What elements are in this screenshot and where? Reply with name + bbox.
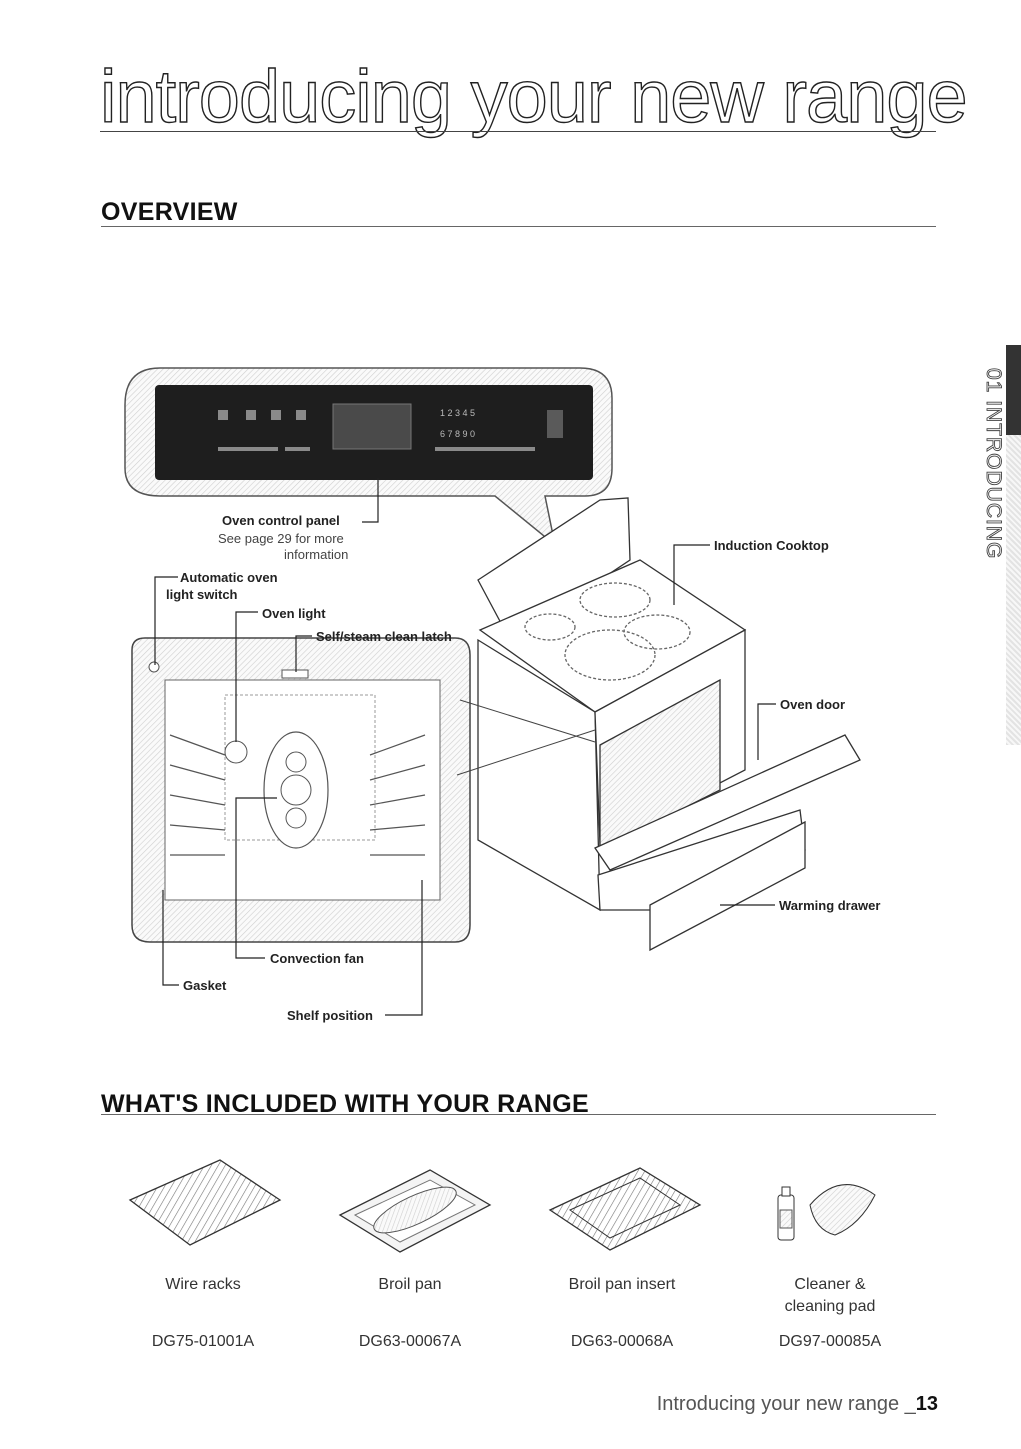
item-name-broil-pan: Broil pan xyxy=(378,1276,442,1293)
footer-text: Introducing your new range _ xyxy=(656,1393,916,1415)
title-rule xyxy=(100,131,936,132)
label-oven-control-panel: Oven control panel xyxy=(222,513,340,528)
item-code-cleaner: DG97-00085A xyxy=(778,1333,882,1350)
label-self-clean-latch: Self/steam clean latch xyxy=(316,629,452,644)
svg-text:1 2 3 4 5: 1 2 3 4 5 xyxy=(440,408,475,418)
overview-heading: OVERVIEW xyxy=(101,198,238,226)
item-code-broil-pan: DG63-00067A xyxy=(358,1333,462,1350)
side-tab xyxy=(1006,345,1021,745)
oven-interior-illustration xyxy=(131,637,596,943)
label-oven-door: Oven door xyxy=(780,697,846,712)
leader-lines xyxy=(154,478,776,1016)
included-heading: WHAT'S INCLUDED WITH YOUR RANGE xyxy=(101,1090,589,1118)
broil-pan-icon xyxy=(338,1169,492,1253)
control-panel-callout: 1 2 3 4 5 6 7 8 9 0 xyxy=(124,367,613,547)
broil-pan-insert-icon xyxy=(548,1167,702,1251)
label-gasket: Gasket xyxy=(183,978,227,993)
page-footer: Introducing your new range _13 xyxy=(600,1393,938,1416)
svg-text:6 7 8 9 0: 6 7 8 9 0 xyxy=(440,429,475,439)
page-title: introducing your new range xyxy=(99,55,968,138)
item-name-broil-pan-insert: Broil pan insert xyxy=(568,1276,676,1293)
label-shelf-position: Shelf position xyxy=(287,1008,373,1023)
page-number: 13 xyxy=(915,1393,938,1415)
included-rule xyxy=(101,1114,936,1115)
label-auto-light-1: Automatic oven xyxy=(180,570,278,585)
wire-rack-icon xyxy=(128,1159,282,1246)
range-illustration xyxy=(477,497,861,952)
label-convection-fan: Convection fan xyxy=(270,951,364,966)
item-name-cleaner-line2: cleaning pad xyxy=(784,1298,876,1315)
label-oven-light: Oven light xyxy=(262,606,326,621)
label-warming-drawer: Warming drawer xyxy=(779,898,881,913)
item-name-cleaner: Cleaner & xyxy=(794,1276,866,1293)
side-tab-label: 01 INTRODUCING xyxy=(982,368,1006,560)
label-auto-light-2: light switch xyxy=(166,587,238,602)
item-code-wire-racks: DG75-01001A xyxy=(151,1333,255,1350)
overview-rule xyxy=(101,226,936,227)
cleaner-icon xyxy=(777,1184,876,1241)
label-control-panel-note-1: See page 29 for more xyxy=(218,531,344,546)
label-induction-cooktop: Induction Cooktop xyxy=(714,538,829,553)
label-control-panel-note-2: information xyxy=(284,547,349,562)
item-code-broil-pan-insert: DG63-00068A xyxy=(570,1333,674,1350)
item-name-wire-racks: Wire racks xyxy=(165,1276,241,1293)
